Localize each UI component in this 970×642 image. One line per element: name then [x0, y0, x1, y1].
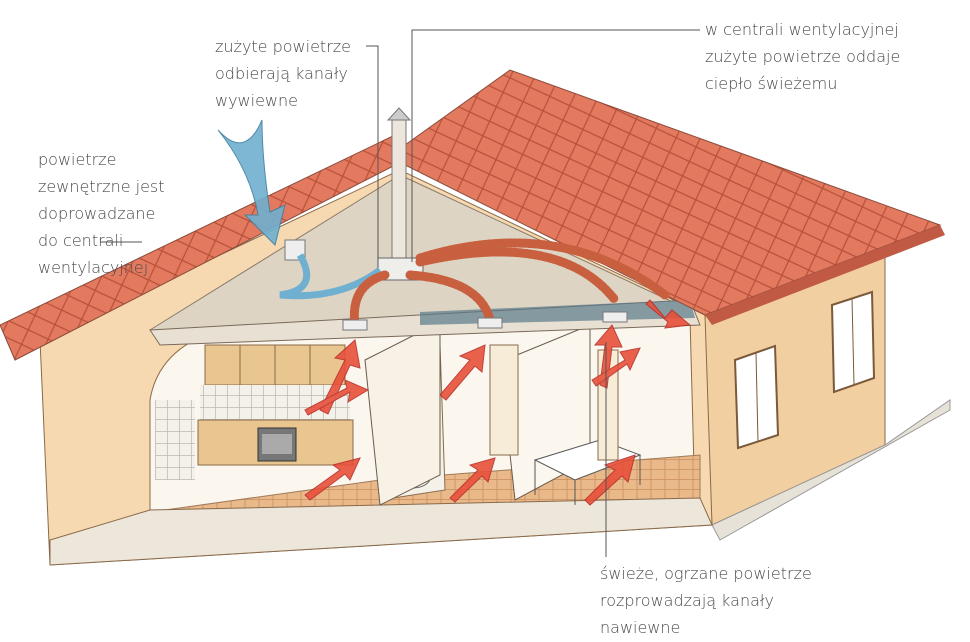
- outside-air-arrow: [217, 119, 286, 246]
- label-supply: świeże, ogrzane powietrze rozprowadzają …: [600, 560, 812, 641]
- intake-duct: [279, 253, 383, 300]
- label-line: zewnętrzne jest: [38, 177, 165, 196]
- label-heat-recovery: w centrali wentylacyjnej zużyte powietrz…: [705, 16, 900, 97]
- leader-lines: [100, 29, 700, 557]
- door: [489, 344, 519, 456]
- exhaust-pipe: [391, 119, 407, 271]
- label-line: nawiewne: [600, 618, 681, 637]
- label-intake: powietrze zewnętrzne jest doprowadzane d…: [38, 146, 165, 281]
- label-line: w centrali wentylacyjnej: [705, 20, 899, 39]
- label-line: ciepło świeżemu: [705, 74, 838, 93]
- label-line: do centrali: [38, 231, 124, 250]
- floor-slab: [49, 497, 713, 566]
- side-window: [733, 290, 876, 450]
- supply-ducts: [349, 238, 670, 330]
- ground-right: [711, 399, 951, 541]
- label-line: zużyte powietrze: [215, 37, 352, 56]
- label-line: zużyte powietrze oddaje: [705, 47, 901, 66]
- label-line: wywiewne: [215, 91, 298, 110]
- label-line: rozprowadzają kanały: [600, 591, 774, 610]
- label-line: doprowadzane: [38, 204, 156, 223]
- air-flow-arrows: [304, 299, 692, 506]
- label-line: wentylacyjnej: [38, 258, 149, 277]
- label-line: powietrze: [38, 150, 117, 169]
- label-line: odbierają kanały: [215, 64, 348, 83]
- label-line: świeże, ogrzane powietrze: [600, 564, 812, 583]
- label-exhaust: zużyte powietrze odbierają kanały wywiew…: [215, 33, 351, 114]
